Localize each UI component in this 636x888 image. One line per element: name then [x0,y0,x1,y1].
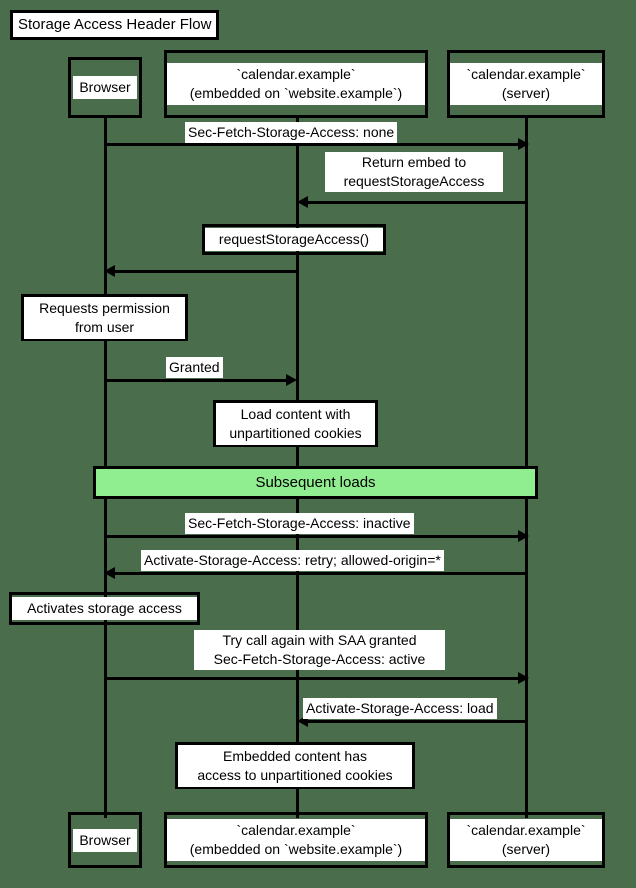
message-line-2 [305,201,527,204]
message-label-granted: Granted [166,357,223,378]
diagram-title-box: Storage Access Header Flow [10,10,220,40]
note-embedded-content-access-text: Embedded content has access to unpartiti… [178,744,412,787]
message-line-6 [113,572,527,575]
message-label-sec-fetch-none: Sec-Fetch-Storage-Access: none [185,122,398,143]
message-line-3 [113,270,298,273]
section-banner-subsequent-loads: Subsequent loads [93,466,538,499]
note-requests-permission-text: Requests permission from user [24,296,185,339]
participant-embed-bottom[interactable]: `calendar.example` (embedded on `website… [164,812,428,868]
message-line-4 [105,379,288,382]
participant-browser-top-label: Browser [73,76,137,99]
message-label-activate-load: Activate-Storage-Access: load [303,698,497,719]
participant-server-top[interactable]: `calendar.example` (server) [447,50,605,118]
message-label-try-call-again: Try call again with SAA granted Sec-Fetc… [194,630,445,670]
participant-browser-top[interactable]: Browser [68,57,142,118]
participant-embed-bottom-label: `calendar.example` (embedded on `website… [167,819,425,861]
note-embedded-content-access: Embedded content has access to unpartiti… [175,742,415,789]
message-line-7 [105,677,520,680]
participant-server-bottom-label: `calendar.example` (server) [450,819,602,861]
note-request-storage-access-text: requestStorageAccess() [205,228,383,251]
note-load-content: Load content with unpartitioned cookies [213,400,378,447]
arrow-head-left-6 [104,567,115,579]
arrow-head-left-2 [297,196,308,208]
note-activates-storage-access: Activates storage access [9,592,200,625]
participant-browser-bottom[interactable]: Browser [68,812,142,868]
arrow-head-right-7 [518,672,529,684]
note-activates-storage-access-text: Activates storage access [12,597,197,620]
arrow-head-left-3 [104,265,115,277]
participant-browser-bottom-label: Browser [73,828,137,852]
message-label-return-embed: Return embed to requestStorageAccess [325,152,503,192]
participant-embed-top[interactable]: `calendar.example` (embedded on `website… [164,50,428,118]
message-label-sec-fetch-inactive: Sec-Fetch-Storage-Access: inactive [185,513,414,534]
participant-embed-top-label: `calendar.example` (embedded on `website… [167,63,425,105]
arrow-head-right-5 [518,530,529,542]
note-request-storage-access: requestStorageAccess() [202,224,386,255]
message-line-5 [105,535,520,538]
note-requests-permission: Requests permission from user [21,294,188,341]
note-load-content-text: Load content with unpartitioned cookies [216,402,375,445]
arrow-head-right-1 [518,138,529,150]
diagram-title-text: Storage Access Header Flow [13,13,217,37]
message-line-1 [105,143,520,146]
message-line-8 [305,720,527,723]
participant-server-bottom[interactable]: `calendar.example` (server) [447,812,605,868]
arrow-head-right-4 [286,374,297,386]
participant-server-top-label: `calendar.example` (server) [450,63,602,105]
message-label-activate-retry: Activate-Storage-Access: retry; allowed-… [141,550,444,571]
section-banner-label: Subsequent loads [255,474,376,491]
arrow-head-left-8 [297,715,308,727]
